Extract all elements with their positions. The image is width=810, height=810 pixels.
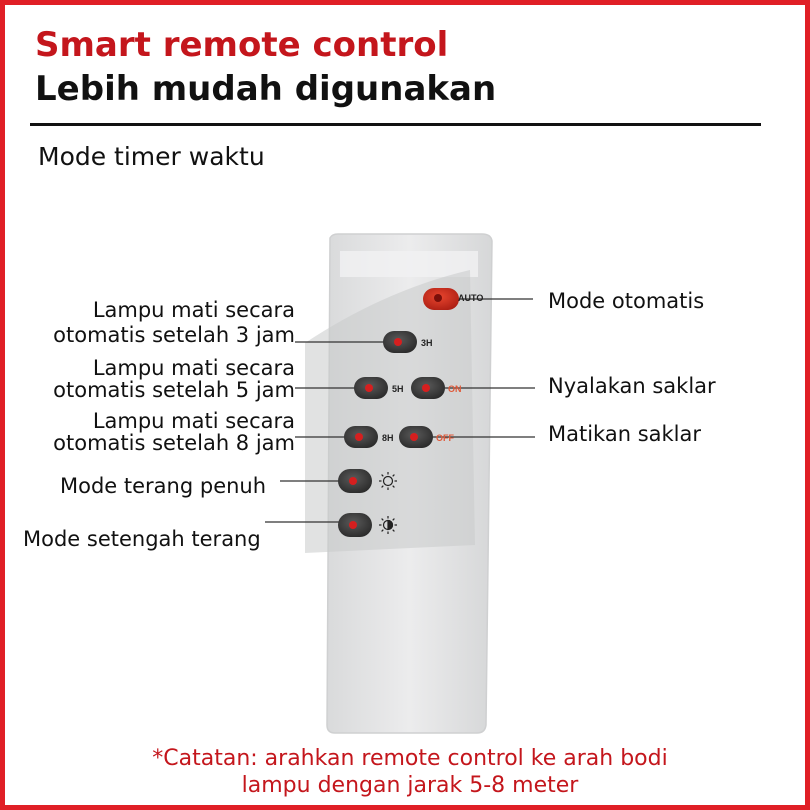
footnote: *Catatan: arahkan remote control ke arah… [5,745,810,799]
footnote-line1: *Catatan: arahkan remote control ke arah… [152,746,668,771]
remote-diagram: AUTO 3H 5H ON 8H OFF [265,233,535,734]
8h-button[interactable] [344,426,378,448]
label-5h-line1: Lampu mati secara [92,356,295,380]
on-button-label: ON [448,384,462,394]
sun-full-icon [379,472,397,490]
leader-lines [265,298,535,523]
label-switch-on: Nyalakan saklar [548,374,716,398]
title-divider [30,123,761,126]
on-button[interactable] [411,377,445,399]
3h-button-label: 3H [421,338,433,348]
label-8h-line1: Lampu mati secara [92,409,295,433]
half-brightness-button[interactable] [338,513,372,537]
3h-button[interactable] [383,331,417,353]
auto-button-label: AUTO [458,293,483,303]
5h-button-label: 5H [392,384,404,394]
off-button[interactable] [399,426,433,448]
label-full-brightness: Mode terang penuh [60,474,267,498]
5h-button[interactable] [354,377,388,399]
off-button-label: OFF [436,433,454,443]
label-half-brightness: Mode setengah terang [23,527,261,551]
page-title: Smart remote control [35,25,449,65]
page-subtitle: Lebih mudah digunakan [35,69,497,109]
section-heading: Mode timer waktu [38,142,265,171]
full-brightness-button[interactable] [338,469,372,493]
remote-body [305,233,493,734]
label-5h-line2: otomatis setelah 5 jam [53,378,295,402]
footnote-line2: lampu dengan jarak 5-8 meter [241,773,579,798]
sun-half-icon [379,516,397,534]
auto-button[interactable] [423,288,459,310]
label-3h-line2: otomatis setelah 3 jam [53,323,295,347]
label-auto-mode: Mode otomatis [548,289,705,313]
8h-button-label: 8H [382,433,394,443]
label-8h-line2: otomatis setelah 8 jam [53,431,295,455]
label-switch-off: Matikan saklar [548,422,702,446]
label-3h-line1: Lampu mati secara [92,298,295,322]
